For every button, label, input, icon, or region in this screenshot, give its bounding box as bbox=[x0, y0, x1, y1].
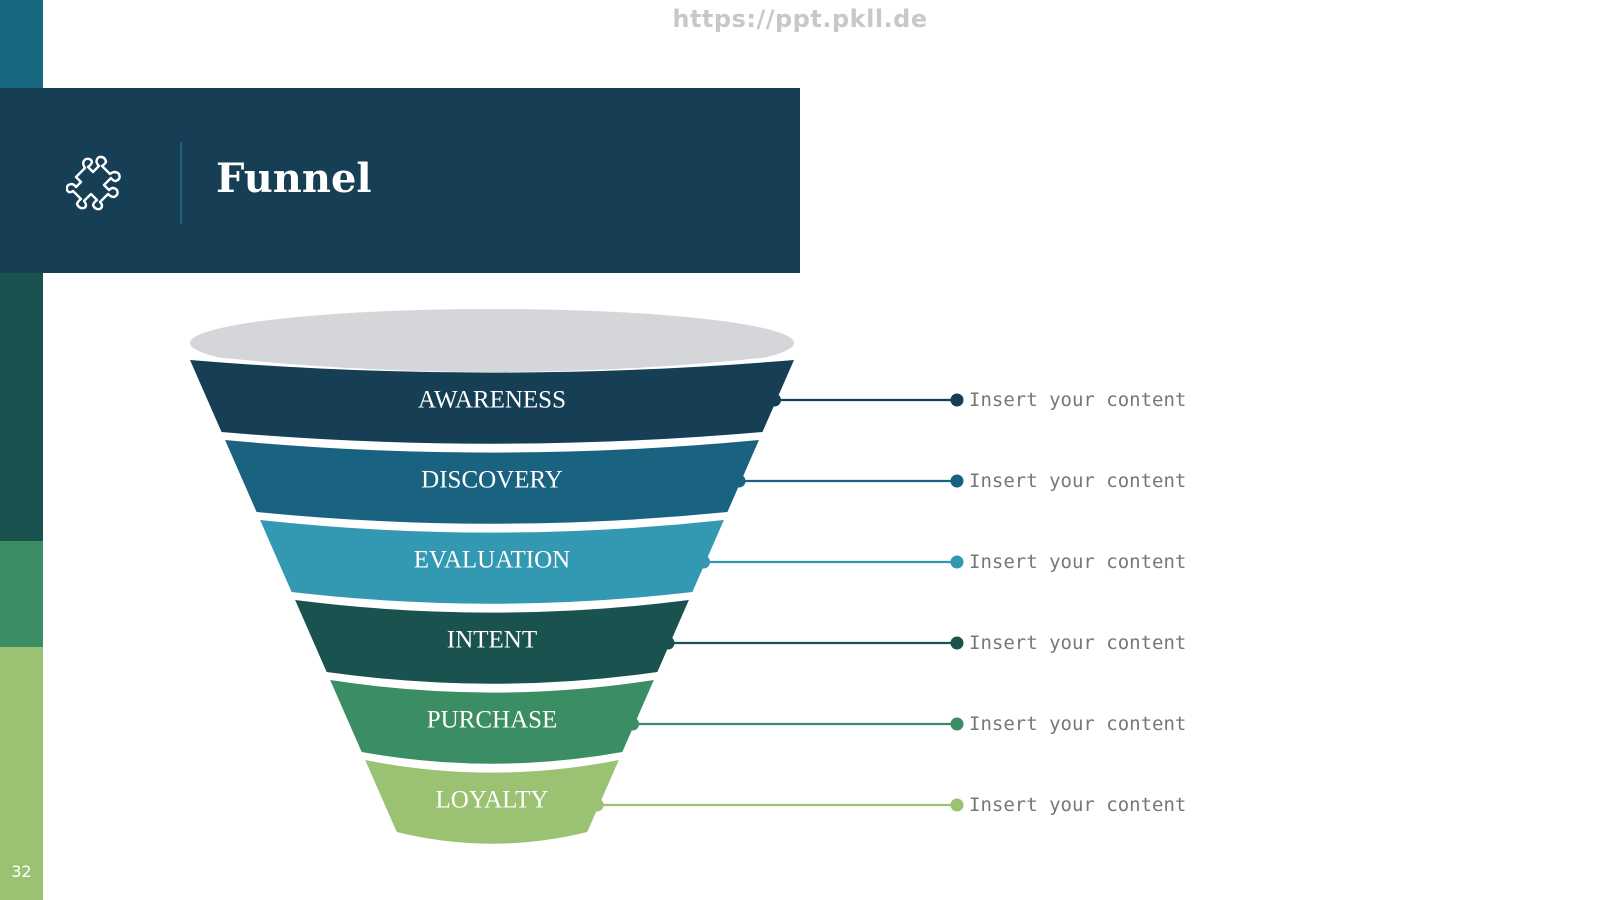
funnel-stage-label: DISCOVERY bbox=[421, 467, 563, 494]
funnel-stage-band bbox=[260, 520, 724, 604]
connector-dot bbox=[950, 798, 964, 812]
connector-dot bbox=[950, 393, 964, 407]
puzzle-icon bbox=[65, 153, 124, 211]
funnel-stage-label: AWARENESS bbox=[418, 387, 566, 414]
funnel-stage-label: EVALUATION bbox=[414, 547, 570, 574]
funnel-stage: AWARENESS bbox=[188, 354, 796, 445]
watermark-url: https://ppt.pkll.de bbox=[672, 5, 928, 33]
stage-description: Insert your content bbox=[969, 551, 1187, 573]
stage-description: Insert your content bbox=[969, 389, 1187, 411]
funnel-stage-label: LOYALTY bbox=[436, 787, 549, 814]
side-bar-segment bbox=[0, 647, 43, 900]
funnel-stage-band bbox=[225, 440, 759, 524]
page-number: 32 bbox=[11, 862, 32, 881]
page-title: Funnel bbox=[216, 155, 372, 202]
funnel-stage-band bbox=[295, 600, 689, 684]
connector-dot bbox=[950, 474, 964, 488]
funnel-stage: EVALUATION bbox=[258, 514, 726, 605]
stage-description: Insert your content bbox=[969, 794, 1187, 816]
funnel-stage: INTENT bbox=[293, 594, 691, 685]
side-bar-segment bbox=[0, 273, 43, 541]
connector-dot bbox=[950, 555, 964, 569]
connector-dot bbox=[661, 636, 675, 650]
stage-description: Insert your content bbox=[969, 470, 1187, 492]
title-band bbox=[0, 88, 800, 273]
funnel-stage-band bbox=[190, 360, 794, 444]
side-bar-segment bbox=[0, 541, 43, 647]
stage-description: Insert your content bbox=[969, 713, 1187, 735]
connector-dot bbox=[950, 717, 964, 731]
funnel-stage-band bbox=[365, 760, 619, 844]
title-divider bbox=[180, 142, 182, 224]
funnel-stage-band bbox=[330, 680, 654, 764]
connector-dot bbox=[732, 474, 746, 488]
funnel-top-opening bbox=[190, 309, 794, 377]
funnel-stage: LOYALTY bbox=[363, 754, 621, 845]
funnel-stage-label: INTENT bbox=[447, 627, 537, 654]
connector-dot bbox=[697, 555, 711, 569]
funnel-stage: DISCOVERY bbox=[223, 434, 761, 525]
funnel-stage-label: PURCHASE bbox=[427, 707, 558, 734]
connector-dot bbox=[767, 393, 781, 407]
funnel-stage: PURCHASE bbox=[328, 674, 656, 765]
connector-dot bbox=[950, 636, 964, 650]
side-bar-segment bbox=[0, 0, 43, 88]
stage-description: Insert your content bbox=[969, 632, 1187, 654]
connector-dot bbox=[590, 798, 604, 812]
connector-dot bbox=[626, 717, 640, 731]
